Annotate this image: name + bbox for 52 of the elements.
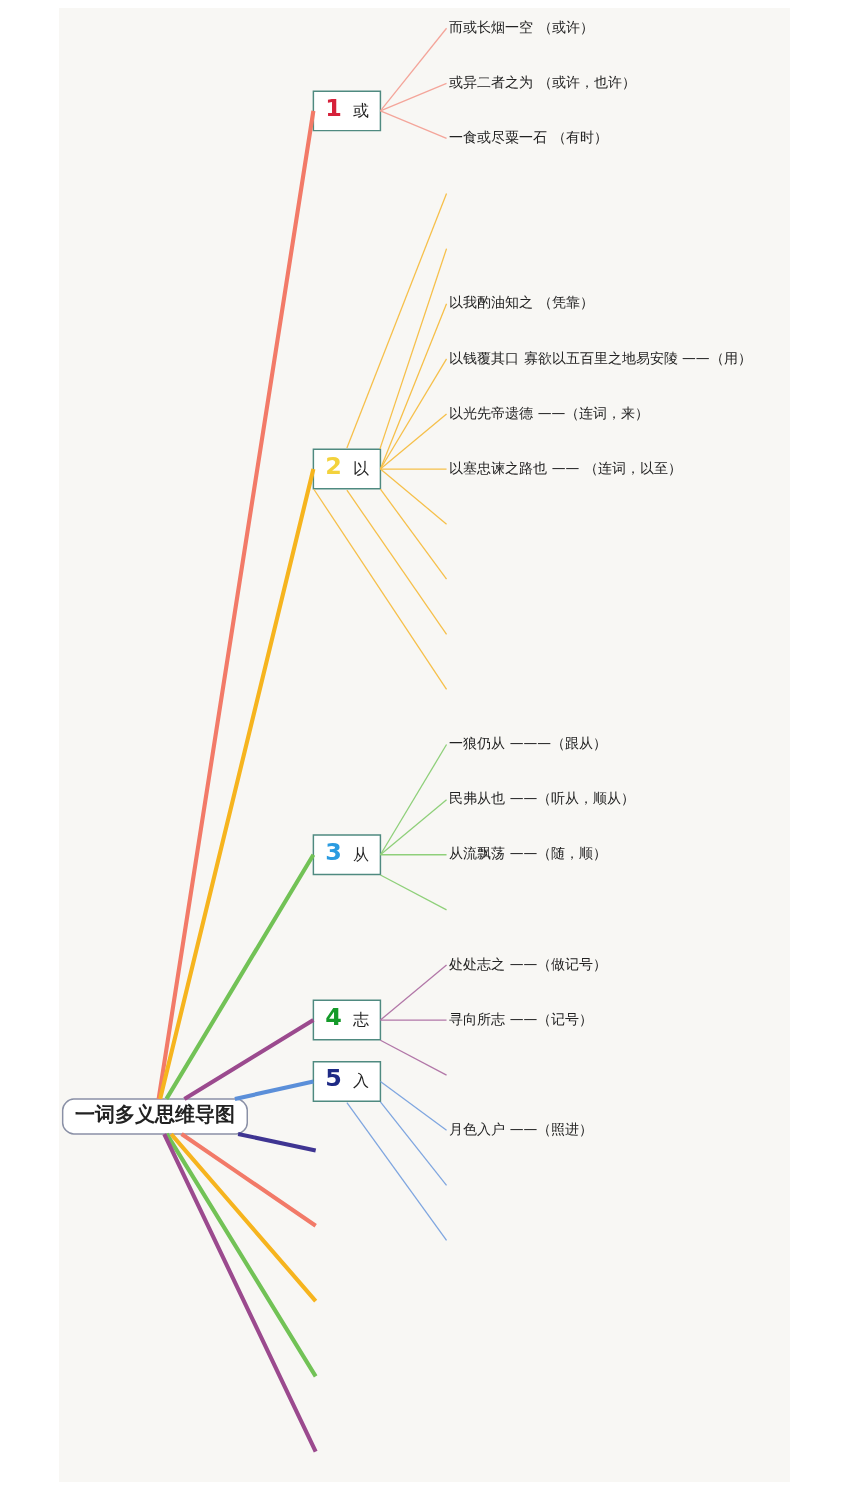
node-text: 或异二者之为 （或许，也许） <box>448 74 636 91</box>
connector <box>379 110 447 140</box>
connector <box>182 1018 314 1101</box>
node-text: 寻向所志 ——（记号） <box>448 1010 593 1027</box>
node-text: 以塞忠谏之路也 —— （连词，以至） <box>448 459 682 476</box>
connector <box>345 192 447 449</box>
node-box: 4 志 <box>312 999 381 1041</box>
connector <box>233 1079 314 1101</box>
connector <box>379 1101 447 1186</box>
node-box: 1 或 <box>312 90 381 132</box>
connector <box>345 489 447 635</box>
connector <box>379 413 447 470</box>
connector <box>169 1132 317 1303</box>
node-text: 以钱覆其口 寡欲以五百里之地易安陵 ——（用） <box>448 349 752 366</box>
connector <box>379 468 447 525</box>
node-text: 月色入户 ——（照进） <box>448 1120 593 1137</box>
connector <box>179 1132 317 1228</box>
node-text: 一食或尽粟一石 （有时） <box>448 129 608 146</box>
node-box: 一词多义思维导图 <box>61 1098 248 1135</box>
connector <box>237 1131 316 1153</box>
connector <box>164 1132 317 1378</box>
connector <box>379 799 447 856</box>
connector <box>379 743 447 856</box>
node-box: 5 入 <box>312 1061 381 1103</box>
connector <box>379 488 447 580</box>
connector <box>157 468 315 1100</box>
connector <box>379 27 447 112</box>
node-text: 从流飘荡 ——（随，顺） <box>448 845 607 862</box>
node-text: 以光先帝遗德 ——（连词，来） <box>448 404 649 421</box>
node-box: 3 从 <box>312 834 381 876</box>
connector <box>379 964 447 1021</box>
node-text: 民弗从也 ——（听从，顺从） <box>448 790 635 807</box>
connector <box>378 248 447 450</box>
node-text: 以我酌油知之 （凭靠） <box>448 294 594 311</box>
connector <box>379 358 447 470</box>
node-text: 而或长烟一空 （或许） <box>448 18 594 35</box>
connector <box>379 82 447 112</box>
connector <box>164 853 315 1100</box>
connector <box>345 1102 447 1242</box>
connector <box>156 110 315 1100</box>
connector <box>379 1019 447 1021</box>
connector <box>312 488 447 691</box>
node-box: 2 以 <box>312 448 381 490</box>
connector <box>379 874 447 911</box>
node-text: 一狼仍从 ———（跟从） <box>448 735 607 752</box>
connector <box>379 303 447 470</box>
connector <box>379 1080 447 1131</box>
node-text: 处处志之 ——（做记号） <box>448 955 607 972</box>
connector <box>379 854 447 856</box>
connector <box>161 1133 318 1453</box>
connector <box>379 1039 447 1076</box>
connector <box>379 468 447 470</box>
